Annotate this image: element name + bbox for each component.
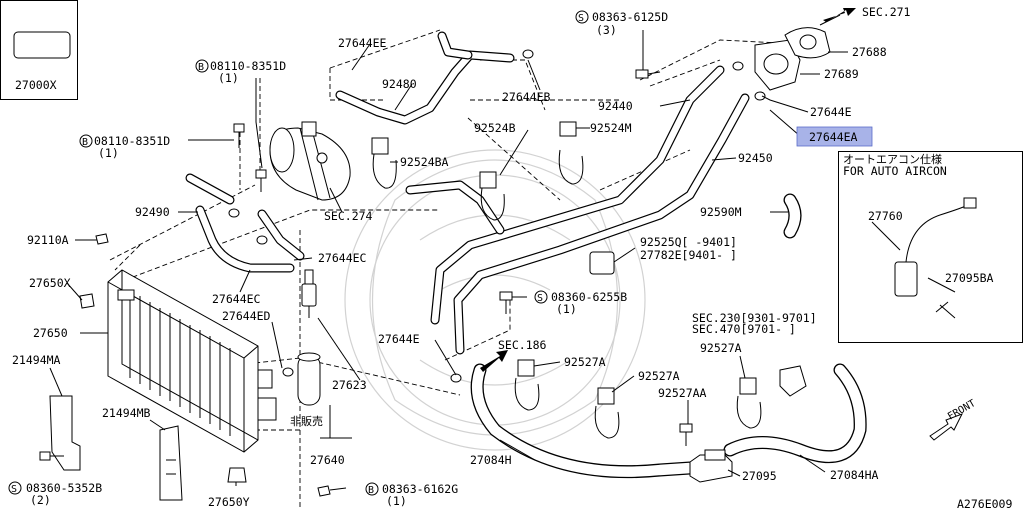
label-27689: 27689 bbox=[824, 67, 859, 81]
label-27644ee: 27644EE bbox=[338, 36, 387, 50]
symbol-s-1: S bbox=[578, 13, 584, 24]
pipe-92480 bbox=[335, 31, 515, 125]
label-08360-6255b: 08360-6255B bbox=[551, 290, 627, 304]
arrow-sec186 bbox=[480, 350, 508, 372]
label-figure-code: A276E009 bbox=[957, 497, 1012, 511]
label-08363-6162g: 08363-6162G bbox=[382, 482, 458, 496]
label-92110a: 92110A bbox=[27, 233, 69, 247]
label-27650y: 27650Y bbox=[208, 495, 250, 509]
hose-27084h bbox=[470, 363, 697, 479]
symbols: B B S S S B bbox=[8, 10, 589, 496]
auto-aircon-title-jp: オートエアコン仕様 bbox=[843, 152, 942, 166]
label-27644ec-left: 27644EC bbox=[212, 292, 261, 306]
label-92527aa: 92527AA bbox=[658, 386, 707, 400]
label-front: FRONT bbox=[946, 398, 978, 423]
auto-aircon-title-en: FOR AUTO AIRCON bbox=[843, 164, 947, 178]
label-21494ma: 21494MA bbox=[12, 353, 61, 367]
label-92524b: 92524B bbox=[474, 121, 516, 135]
label-92527a-1: 92527A bbox=[564, 355, 606, 369]
compressor bbox=[269, 121, 351, 201]
label-27644ed: 27644ED bbox=[222, 309, 271, 323]
label-27000x: 27000X bbox=[15, 78, 57, 92]
label-08363-6162g-qty: (1) bbox=[386, 494, 407, 508]
label-08360-5352b-qty: (2) bbox=[30, 493, 51, 507]
label-08110-8351d-top: 08110-8351D bbox=[210, 59, 286, 73]
label-27095: 27095 bbox=[742, 469, 777, 483]
part-box-27000x: 27000X bbox=[0, 0, 78, 100]
label-08363-6125d-qty: (3) bbox=[596, 23, 617, 37]
label-27688: 27688 bbox=[852, 45, 887, 59]
receiver-drier-27640 bbox=[297, 352, 321, 406]
label-27650: 27650 bbox=[33, 326, 68, 340]
highlight-27644ea bbox=[796, 126, 873, 147]
label-08360-6255b-qty: (1) bbox=[556, 302, 577, 316]
label-sec470: SEC.470[9701- ] bbox=[692, 322, 796, 336]
label-92525q: 92525Q[ -9401] bbox=[640, 235, 737, 249]
pipe-27644ec-short bbox=[257, 209, 305, 261]
o-rings bbox=[228, 49, 766, 383]
label-92480: 92480 bbox=[382, 77, 417, 91]
label-27644e-bottom: 27644E bbox=[378, 332, 420, 346]
label-27084h: 27084H bbox=[470, 453, 512, 467]
label-27644ea: 27644EA bbox=[809, 130, 858, 144]
label-08363-6125d: 08363-6125D bbox=[592, 10, 668, 24]
label-hibaibai: 非販売 bbox=[290, 415, 323, 428]
label-92450: 92450 bbox=[738, 151, 773, 165]
auto-aircon-box: オートエアコン仕様 FOR AUTO AIRCON 27760 27095BA bbox=[838, 151, 1023, 343]
label-92527a-2: 92527A bbox=[638, 369, 680, 383]
label-27760: 27760 bbox=[868, 209, 903, 223]
label-92524m: 92524M bbox=[590, 121, 632, 135]
arrow-sec271 bbox=[823, 8, 856, 22]
label-27650x: 27650X bbox=[29, 276, 71, 290]
label-27644e-top: 27644E bbox=[810, 105, 852, 119]
label-sec230: SEC.230[9301-9701] bbox=[692, 311, 817, 325]
bracket-21494mb bbox=[159, 425, 183, 501]
label-92590m: 92590M bbox=[700, 205, 742, 219]
label-27640: 27640 bbox=[310, 453, 345, 467]
pressure-switch-27623 bbox=[301, 269, 317, 318]
label-08360-5352b: 08360-5352B bbox=[26, 481, 102, 495]
bolts bbox=[39, 69, 693, 497]
label-27782e: 27782E[9401- ] bbox=[640, 248, 737, 262]
pipe-ba-section bbox=[405, 180, 505, 235]
sensor-27760 bbox=[894, 261, 918, 297]
label-08110-8351d-left-qty: (1) bbox=[98, 146, 119, 160]
label-27644eb: 27644EB bbox=[502, 90, 551, 104]
label-92490: 92490 bbox=[135, 205, 170, 219]
aspirator-27095 bbox=[689, 449, 733, 483]
label-21494mb: 21494MB bbox=[102, 406, 151, 420]
condenser-27650 bbox=[107, 269, 277, 453]
symbol-s-2: S bbox=[537, 293, 543, 304]
leader-lines bbox=[49, 14, 848, 486]
label-92440: 92440 bbox=[598, 99, 633, 113]
part-labels: 27644EE 92480 08110-8351D (1) 08110-8351… bbox=[12, 5, 1012, 511]
label-92527a-3: 92527A bbox=[700, 341, 742, 355]
label-27644ec-right: 27644EC bbox=[318, 251, 367, 265]
label-27095ba: 27095BA bbox=[945, 271, 994, 285]
label-sec274: SEC.274 bbox=[324, 209, 373, 223]
label-sec186: SEC.186 bbox=[498, 338, 547, 352]
label-08110-8351d-left: 08110-8351D bbox=[94, 134, 170, 148]
label-92524ba: 92524BA bbox=[400, 155, 449, 169]
symbol-b-2: B bbox=[82, 137, 88, 148]
hose-27084ha bbox=[723, 363, 867, 464]
symbol-s-3: S bbox=[11, 484, 17, 495]
symbol-b-1: B bbox=[198, 62, 204, 73]
flange-27688-27689 bbox=[754, 27, 831, 91]
label-27084ha: 27084HA bbox=[830, 468, 879, 482]
label-sec271: SEC.271 bbox=[862, 5, 911, 19]
front-arrow-icon bbox=[929, 413, 964, 441]
label-27623: 27623 bbox=[332, 378, 367, 392]
label-08110-8351d-top-qty: (1) bbox=[218, 71, 239, 85]
reference-dashed-lines bbox=[109, 29, 821, 510]
bracket-21494ma bbox=[49, 395, 81, 471]
clamps bbox=[371, 121, 807, 439]
hose-92590m bbox=[783, 193, 802, 239]
pipe-92490 bbox=[185, 173, 295, 273]
symbol-b-3: B bbox=[368, 485, 374, 496]
pipe-92450 bbox=[453, 93, 750, 355]
